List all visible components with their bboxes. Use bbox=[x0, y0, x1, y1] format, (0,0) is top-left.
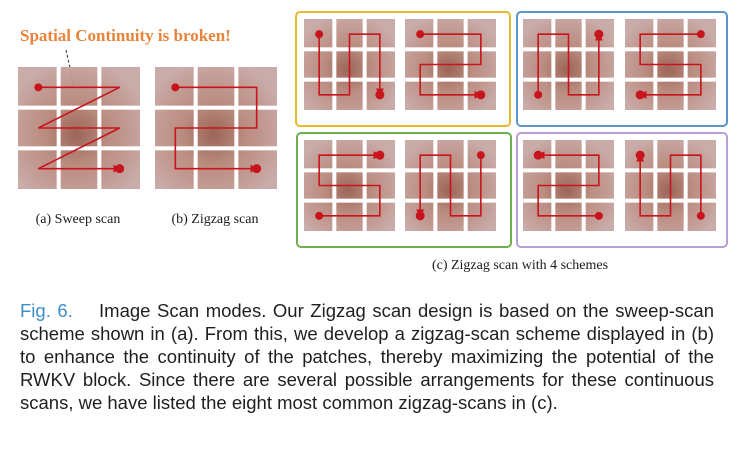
scan-end-dot bbox=[416, 211, 425, 220]
scan-start-dot bbox=[315, 212, 323, 220]
patch-zigzag-scan bbox=[155, 67, 277, 189]
caption-label: Fig. 6. bbox=[20, 300, 73, 321]
scan-end-dot bbox=[534, 151, 543, 160]
scan-end-dot bbox=[636, 151, 645, 160]
figure-caption: Fig. 6. Image Scan modes. Our Zigzag sca… bbox=[20, 299, 714, 414]
scan-end-dot bbox=[115, 164, 124, 173]
scan-end-dot bbox=[594, 30, 603, 39]
scan-start-dot bbox=[34, 83, 42, 91]
annotation-spatial-continuity: Spatial Continuity is broken! bbox=[20, 26, 280, 46]
scan-end-dot bbox=[375, 90, 384, 99]
label-zigzag-schemes: (c) Zigzag scan with 4 schemes bbox=[400, 258, 640, 274]
scan-start-dot bbox=[315, 30, 323, 38]
scan-end-dot bbox=[252, 164, 261, 173]
label-sweep-scan: (a) Sweep scan bbox=[18, 212, 138, 228]
scheme-6-patch bbox=[405, 140, 496, 231]
scan-start-dot bbox=[416, 30, 424, 38]
scan-end-dot bbox=[375, 151, 384, 160]
patch-sweep-scan bbox=[18, 67, 140, 189]
scheme-3-patch bbox=[523, 19, 614, 110]
scan-start-dot bbox=[477, 151, 485, 159]
scan-start-dot bbox=[595, 212, 603, 220]
scheme-4-patch bbox=[625, 19, 716, 110]
scan-start-dot bbox=[697, 212, 705, 220]
scheme-8-patch bbox=[625, 140, 716, 231]
scan-start-dot bbox=[697, 30, 705, 38]
scan-end-dot bbox=[636, 90, 645, 99]
scan-start-dot bbox=[171, 83, 179, 91]
caption-text: Image Scan modes. Our Zigzag scan design… bbox=[20, 300, 714, 413]
scheme-2-patch bbox=[405, 19, 496, 110]
scan-start-dot bbox=[534, 91, 542, 99]
scheme-1-patch bbox=[304, 19, 395, 110]
scan-end-dot bbox=[476, 90, 485, 99]
scheme-5-patch bbox=[304, 140, 395, 231]
label-zigzag-scan: (b) Zigzag scan bbox=[155, 212, 275, 228]
scheme-7-patch bbox=[523, 140, 614, 231]
